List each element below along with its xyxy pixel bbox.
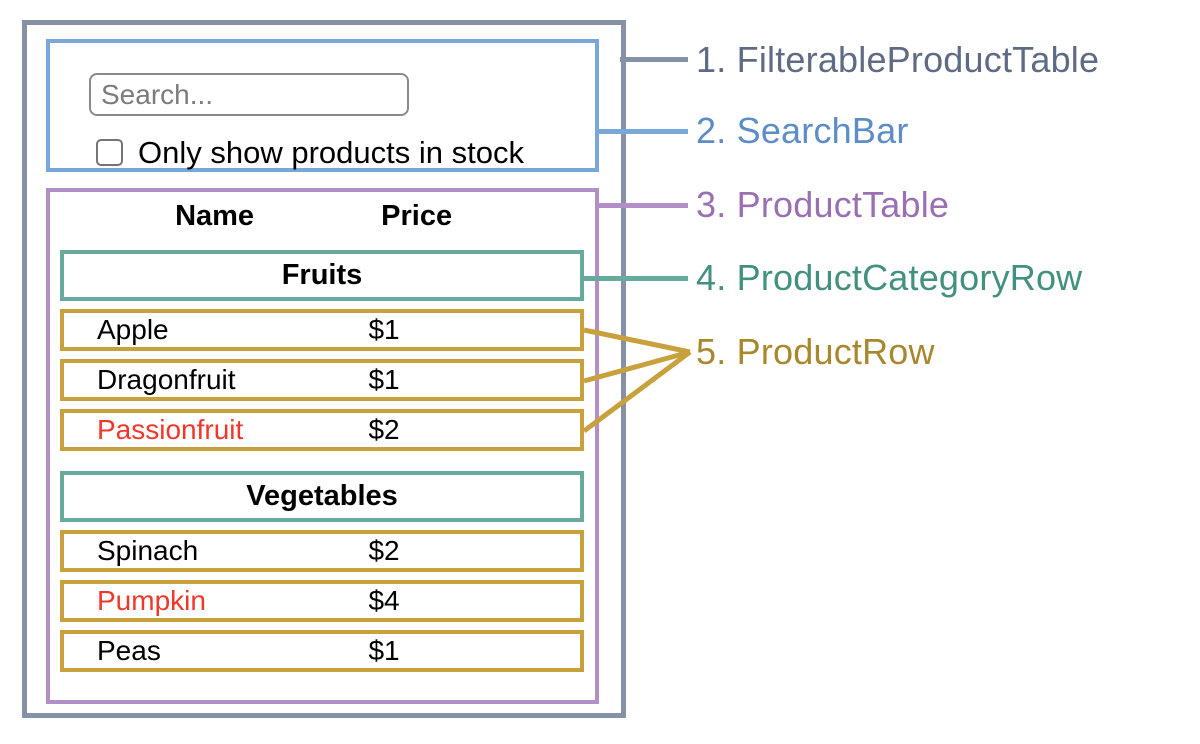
label-search-bar: 2. SearchBar bbox=[696, 110, 909, 151]
product-row: Passionfruit $2 bbox=[60, 409, 584, 451]
in-stock-checkbox-row: Only show products in stock bbox=[96, 137, 524, 168]
product-price: $1 bbox=[368, 635, 400, 666]
product-price: $1 bbox=[368, 314, 400, 345]
product-row: Peas $1 bbox=[60, 630, 584, 672]
price-column-header: Price bbox=[381, 199, 453, 232]
connector-line-product-table bbox=[597, 203, 688, 208]
product-price: $4 bbox=[368, 585, 400, 616]
product-row: Apple $1 bbox=[60, 309, 584, 351]
product-row: Spinach $2 bbox=[60, 530, 584, 572]
table-header-row: Name Price bbox=[60, 198, 584, 234]
product-category-row: Vegetables bbox=[60, 471, 584, 522]
category-label: Fruits bbox=[281, 259, 363, 291]
search-bar-box: Only show products in stock bbox=[46, 39, 599, 172]
product-price: $1 bbox=[368, 364, 400, 395]
connector-line-filterable-product-table bbox=[620, 57, 688, 62]
product-category-row: Fruits bbox=[60, 250, 584, 301]
product-name: Pumpkin bbox=[97, 585, 206, 616]
product-name: Passionfruit bbox=[97, 414, 244, 445]
product-price: $2 bbox=[368, 535, 400, 566]
search-input[interactable] bbox=[89, 73, 409, 116]
product-price: $2 bbox=[368, 414, 400, 445]
label-product-table: 3. ProductTable bbox=[696, 184, 950, 225]
connector-line-product-category-row bbox=[581, 276, 688, 281]
connector-line-search-bar bbox=[597, 129, 688, 134]
category-label: Vegetables bbox=[246, 480, 398, 512]
product-name: Peas bbox=[97, 635, 161, 666]
product-row: Dragonfruit $1 bbox=[60, 359, 584, 401]
name-column-header: Name bbox=[175, 199, 255, 232]
label-product-category-row: 4. ProductCategoryRow bbox=[696, 257, 1083, 298]
label-filterable-product-table: 1. FilterableProductTable bbox=[696, 39, 1100, 80]
filterable-product-table-box: Only show products in stock Name Price F… bbox=[22, 20, 626, 718]
product-name: Spinach bbox=[97, 535, 199, 566]
product-name: Dragonfruit bbox=[97, 364, 236, 395]
in-stock-checkbox-label: Only show products in stock bbox=[138, 135, 524, 170]
product-table-box: Name Price Fruits Apple $1 Dragonfruit $… bbox=[46, 188, 599, 704]
label-product-row: 5. ProductRow bbox=[696, 331, 935, 372]
product-name: Apple bbox=[97, 314, 169, 345]
in-stock-checkbox[interactable] bbox=[96, 139, 123, 166]
product-row: Pumpkin $4 bbox=[60, 580, 584, 622]
